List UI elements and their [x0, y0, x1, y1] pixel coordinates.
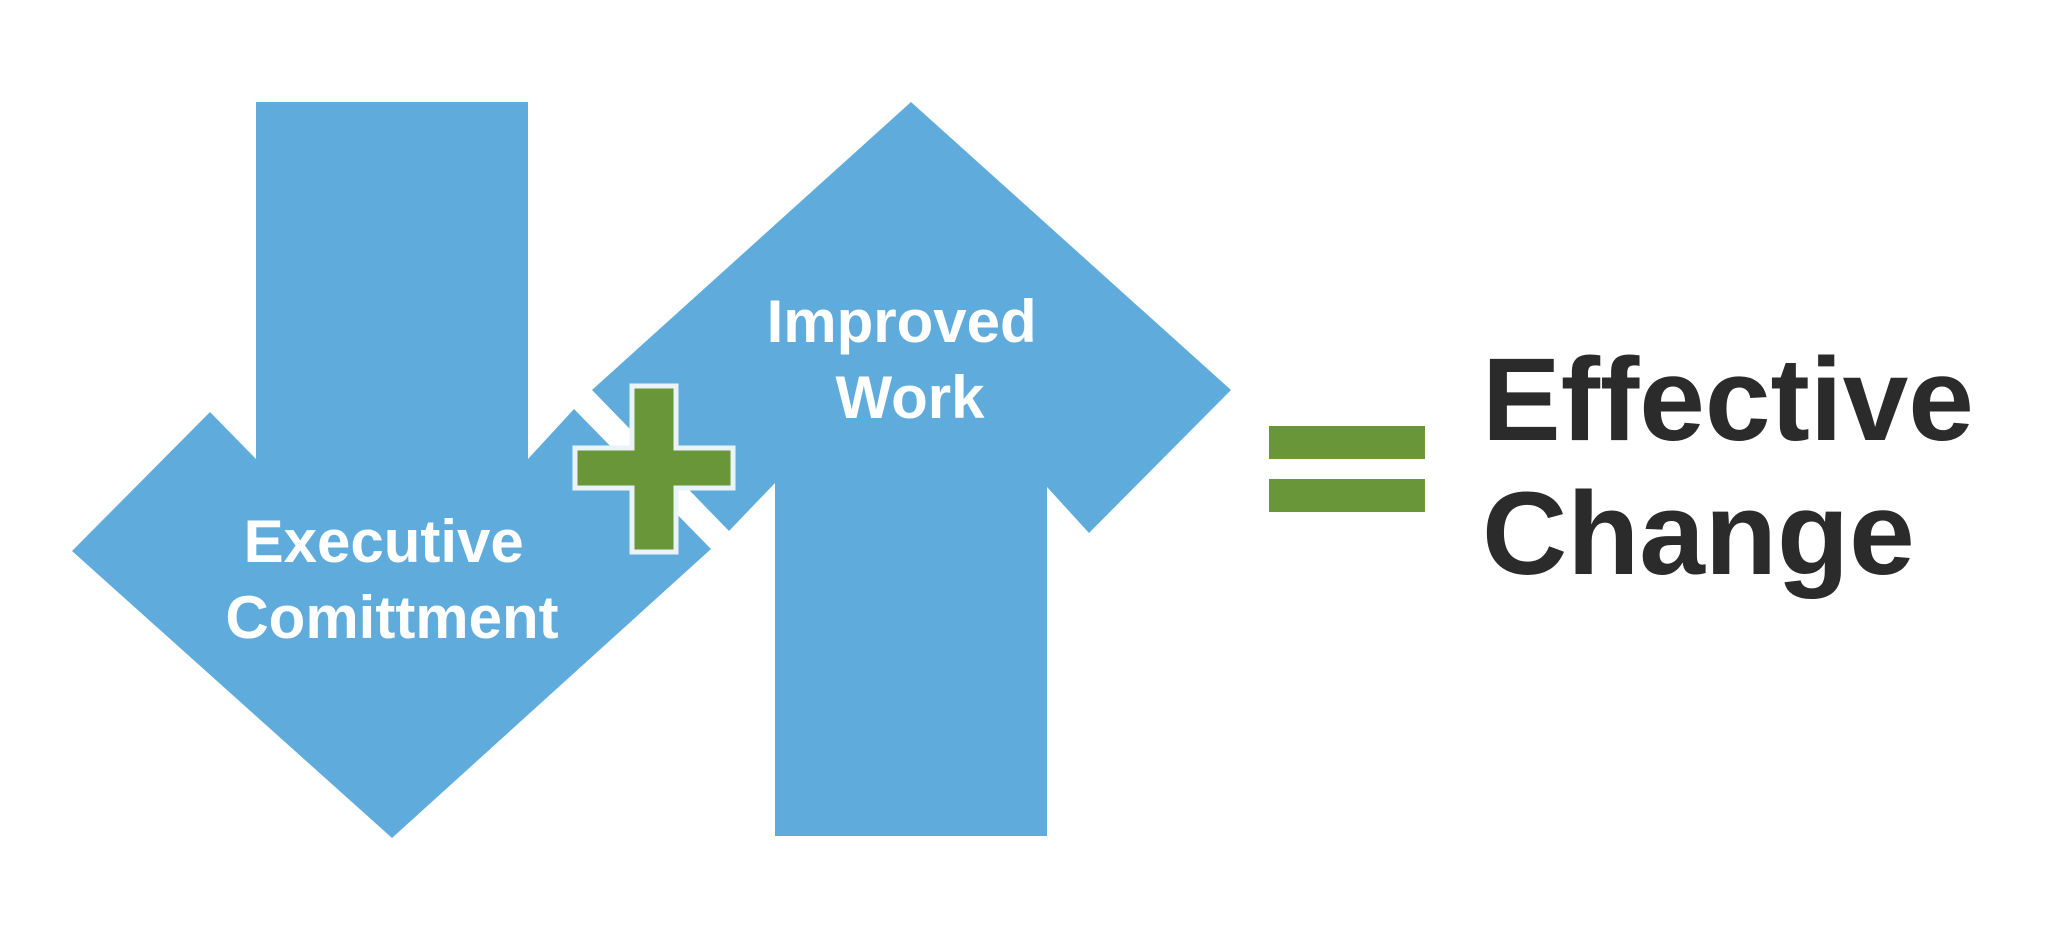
down-arrow-label: Executive Comittment	[225, 508, 558, 651]
plus-sign-shape	[572, 383, 736, 555]
equals-icon	[1269, 426, 1425, 512]
down-arrow: Executive Comittment	[72, 102, 711, 838]
up-arrow-shape	[592, 102, 1231, 836]
result-label: Effective Change	[1482, 334, 2007, 600]
up-arrow: Improved Work	[592, 102, 1231, 836]
result-label-line-1: Effective	[1482, 334, 1974, 466]
equals-bar-top	[1269, 426, 1425, 459]
down-arrow-label-line-1: Executive	[244, 508, 524, 575]
equals-bar-bottom	[1269, 479, 1425, 512]
down-arrow-shape	[72, 102, 711, 838]
plus-icon	[572, 383, 736, 555]
up-arrow-label-line-2: Work	[836, 364, 986, 431]
result-label-line-2: Change	[1482, 468, 1915, 600]
down-arrow-label-line-2: Comittment	[225, 584, 558, 651]
up-arrow-label: Improved Work	[767, 288, 1054, 431]
up-arrow-label-line-1: Improved	[767, 288, 1037, 355]
